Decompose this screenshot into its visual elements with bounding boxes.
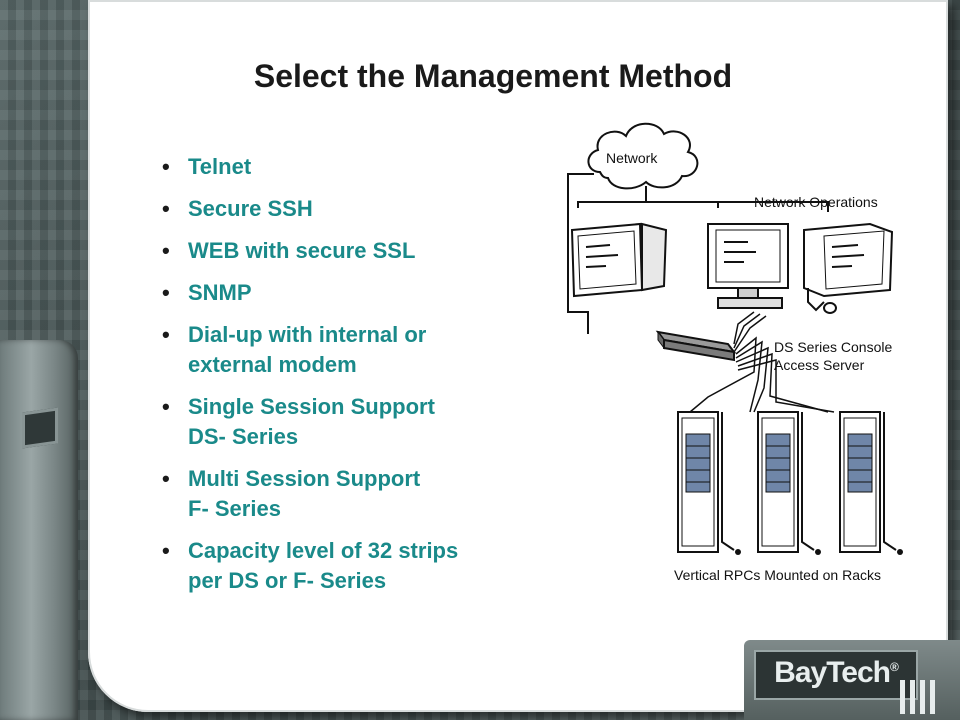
server-rack-icon [757,411,821,555]
logo-wordmark: BayTech [774,656,891,689]
console-server-icon [655,330,737,362]
bullet-text: Multi Session Support [188,466,421,491]
bullet-text-cont: F- Series [188,496,281,521]
slide-title: Select the Management Method [253,58,733,94]
bullet-item: Telnet [160,152,540,182]
bullet-list: Telnet Secure SSH WEB with secure SSL SN… [160,152,540,608]
bullet-item: Secure SSH [160,194,540,224]
monitor-icon [803,222,894,314]
server-rack-icon [677,411,741,555]
server-label-line2: Access Server [774,357,865,373]
network-wires [567,173,829,334]
bullet-text-cont: per DS or F- Series [188,568,387,593]
network-cloud-icon [587,122,699,190]
bullet-item: Capacity level of 32 strips per DS or F- … [160,536,540,596]
server-rack-icon [839,411,903,555]
logo-box: BayTech® [754,650,918,700]
device-decoration [0,340,78,720]
slide-panel: Select the Management Method Telnet Secu… [88,0,948,712]
bullet-item: Dial-up with internal or external modem [160,320,540,380]
racks-label: Vertical RPCs Mounted on Racks [674,567,881,583]
logo-text: BayTech® [756,656,916,690]
baytech-logo: BayTech® [744,640,960,720]
network-diagram: Network Network Operations [567,122,903,583]
bullet-text: Telnet [188,154,252,179]
server-cables [689,311,835,413]
bullet-text: Single Session Support [188,394,435,419]
bullet-text-cont: external modem [188,352,357,377]
bullet-text: WEB with secure SSL [188,238,416,263]
monitor-icon [570,222,668,298]
bullet-text: Secure SSH [188,196,313,221]
server-label-line1: DS Series Console [774,339,892,355]
bullet-item: WEB with secure SSL [160,236,540,266]
logo-bars-icon [900,680,940,719]
device-screen-decoration [22,407,58,449]
bullet-text: SNMP [188,280,252,305]
bullet-item: SNMP [160,278,540,308]
network-label: Network [606,150,658,166]
bullet-text-cont: DS- Series [188,424,299,449]
network-operations-label: Network Operations [754,194,878,210]
bullet-item: Multi Session Support F- Series [160,464,540,524]
logo-registered-mark: ® [889,660,899,674]
bullet-text: Capacity level of 32 strips [188,538,459,563]
monitor-icon [707,223,789,309]
bullet-text: Dial-up with internal or [188,322,427,347]
